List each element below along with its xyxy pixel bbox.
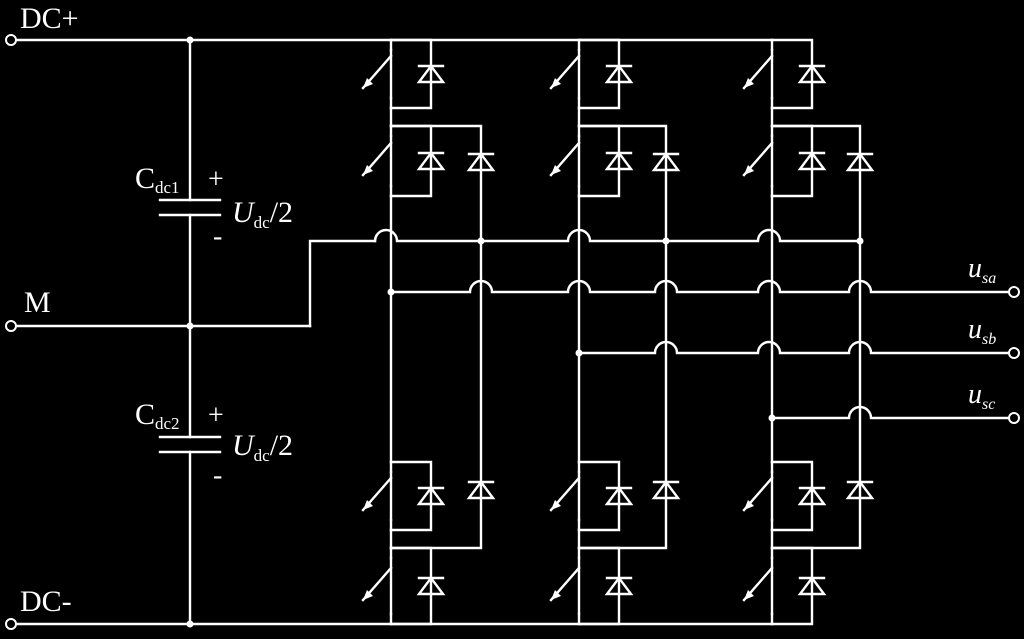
capacitor-dc1-plus: + bbox=[208, 164, 224, 195]
phase-leg-a bbox=[361, 38, 496, 626]
clamp-diode-c-upper bbox=[845, 152, 875, 172]
mid-point-bus: M bbox=[5, 239, 377, 332]
dc-plus-terminal[interactable] bbox=[5, 34, 17, 46]
igbt-a-2 bbox=[361, 124, 446, 198]
igbt-a-1 bbox=[361, 38, 446, 110]
capacitor-dc1: Cdc1 + - Udc/2 bbox=[135, 162, 293, 252]
capacitor-dc2: Cdc2 + - Udc/2 bbox=[135, 398, 293, 491]
igbt-a-3 bbox=[361, 460, 446, 532]
capacitor-dc2-voltage: Udc/2 bbox=[232, 429, 293, 465]
igbt-c-3 bbox=[742, 460, 827, 532]
capacitor-dc2-minus: - bbox=[213, 460, 222, 491]
capacitor-dc1-label: Cdc1 bbox=[135, 162, 180, 197]
dc-plus-label: DC+ bbox=[20, 2, 79, 35]
output-label-sa: usa bbox=[968, 253, 996, 287]
phase-leg-c bbox=[742, 38, 875, 626]
igbt-c-2 bbox=[742, 124, 827, 198]
dc-plus-bus: DC+ bbox=[5, 2, 774, 46]
output-terminal-sc[interactable] bbox=[1008, 412, 1020, 424]
output-label-sb: usb bbox=[968, 314, 996, 348]
igbt-a-4 bbox=[361, 546, 446, 626]
output-terminal-sb[interactable] bbox=[1008, 347, 1020, 359]
output-terminal-sa[interactable] bbox=[1008, 286, 1020, 298]
clamp-diode-c-lower bbox=[845, 480, 875, 500]
phase-leg-b bbox=[549, 38, 681, 626]
igbt-b-1 bbox=[549, 38, 634, 110]
output-label-sc: usc bbox=[968, 379, 995, 413]
output-terminals: usa usb usc bbox=[968, 253, 1020, 424]
clamp-diode-b-upper bbox=[651, 152, 681, 172]
dc-minus-label: DC- bbox=[20, 585, 72, 618]
mid-terminal[interactable] bbox=[5, 320, 17, 332]
dc-minus-bus: DC- bbox=[5, 585, 774, 630]
clamp-diode-a-lower bbox=[466, 480, 496, 500]
igbt-c-4 bbox=[742, 546, 827, 626]
igbt-b-4 bbox=[549, 546, 634, 626]
dc-minus-terminal[interactable] bbox=[5, 618, 17, 630]
capacitor-dc1-minus: - bbox=[213, 221, 222, 252]
capacitor-dc1-voltage: Udc/2 bbox=[232, 196, 293, 232]
mid-label: M bbox=[24, 286, 51, 319]
phase-legs bbox=[361, 38, 875, 626]
igbt-b-2 bbox=[549, 124, 634, 198]
clamp-diode-a-upper bbox=[466, 152, 496, 172]
capacitor-dc2-label: Cdc2 bbox=[135, 398, 180, 433]
igbt-b-3 bbox=[549, 460, 634, 532]
clamp-diode-b-lower bbox=[651, 480, 681, 500]
interconnect-lines bbox=[373, 228, 1012, 422]
igbt-c-1 bbox=[742, 38, 827, 110]
capacitor-dc2-plus: + bbox=[208, 400, 224, 431]
